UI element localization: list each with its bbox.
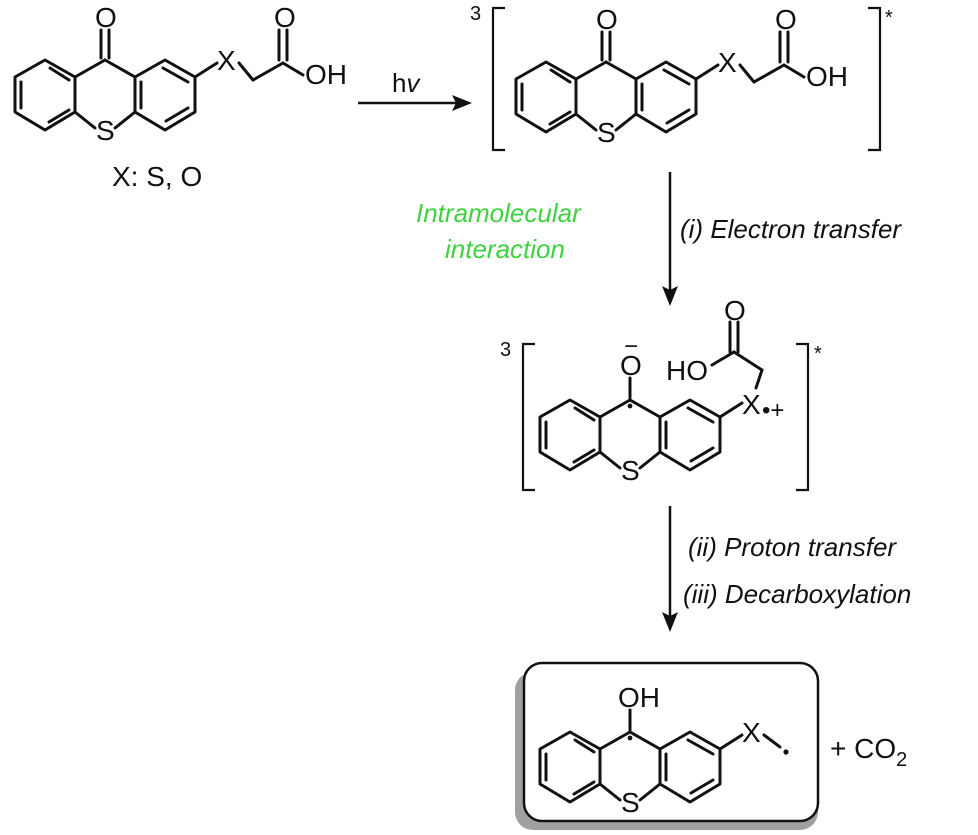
excited-state-molecule: O S X O OH: [514, 4, 848, 148]
product-molecule: OH S X: [538, 682, 789, 818]
heteroatom-x: X: [217, 45, 236, 76]
co2-byproduct: + CO2: [830, 733, 907, 771]
reactant-molecule: O S X O OH: [13, 2, 347, 146]
acid-carbonyl-oxygen: O: [724, 295, 746, 326]
radical-cation-charge: •+: [762, 397, 784, 424]
oxyl-minus-charge: −: [624, 333, 638, 360]
photoexcitation-arrow: [358, 95, 472, 111]
ring-sulfur: S: [621, 455, 640, 486]
heteroatom-x: X: [718, 47, 737, 78]
acid-carbonyl-oxygen: O: [775, 4, 797, 35]
step-decarboxylation: (iii) Decarboxylation: [683, 579, 911, 609]
triplet-label: 3: [470, 3, 481, 25]
left-bracket: [521, 342, 535, 492]
carbonyl-oxygen: O: [95, 2, 117, 33]
acid-carbonyl-oxygen: O: [274, 2, 296, 33]
carbonyl-oxygen: O: [596, 4, 618, 35]
annotation-line2: interaction: [445, 234, 565, 264]
hydroxyl: OH: [806, 61, 848, 92]
step-electron-transfer: (i) Electron transfer: [680, 214, 902, 244]
heteroatom-x: X: [742, 717, 761, 748]
ring-sulfur: S: [597, 117, 616, 148]
substituent-label: X: S, O: [112, 161, 202, 192]
oxyl-oxygen: O: [620, 350, 642, 381]
hydroxyl: OH: [305, 59, 347, 90]
right-bracket: [796, 342, 810, 492]
triplet-label: 3: [500, 339, 511, 361]
annotation-line1: Intramolecular: [416, 198, 582, 228]
reagent-hv: hv: [392, 68, 421, 98]
hydroxyl: OH: [618, 682, 660, 713]
ring-sulfur: S: [96, 115, 115, 146]
decarboxylation-arrow: [662, 506, 678, 632]
radical-ion-pair-molecule: O S X •+ O HO: [538, 295, 784, 486]
hydroxyl: HO: [666, 355, 708, 386]
heteroatom-x: X: [742, 389, 761, 420]
step-proton-transfer: (ii) Proton transfer: [688, 532, 897, 562]
co2-subscript: 2: [896, 749, 907, 771]
excited-star: *: [814, 343, 822, 365]
left-bracket: [491, 6, 505, 152]
ring-sulfur: S: [621, 787, 640, 818]
excited-star: *: [885, 7, 893, 29]
right-bracket: [868, 6, 882, 152]
electron-transfer-arrow: [662, 172, 678, 306]
